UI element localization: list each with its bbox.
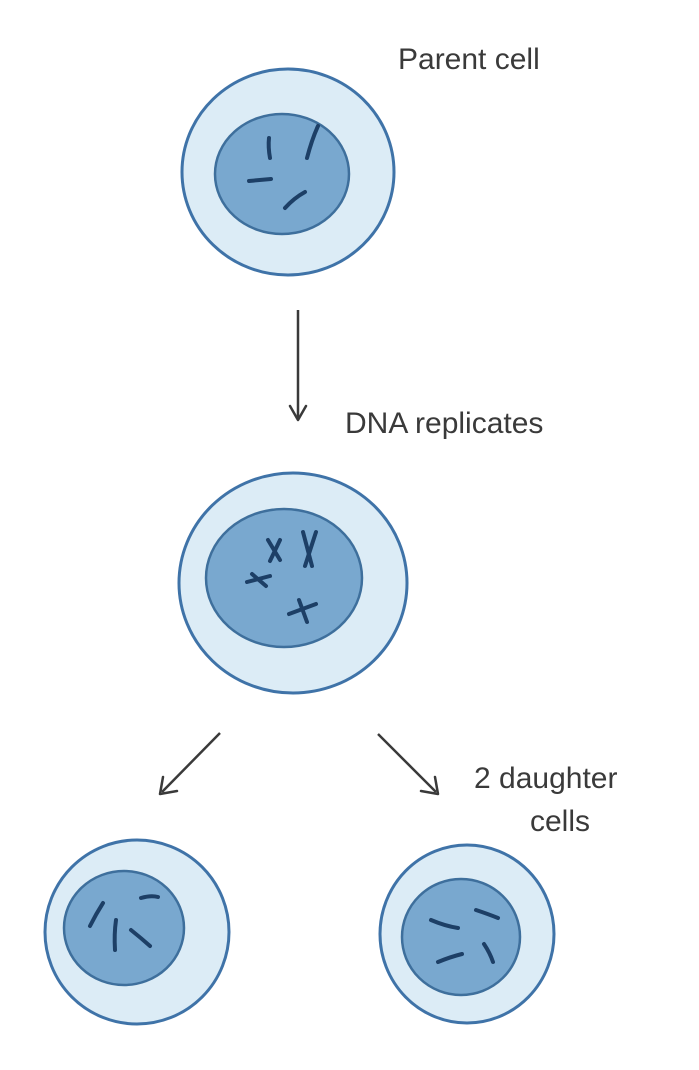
daughter-cell-right [378,843,556,1025]
daughter-cell-left-chromosomes [88,894,160,952]
chromosome [112,918,118,952]
chromosome [268,538,282,563]
chromosome [283,190,307,210]
chromosome [474,908,500,920]
chromosome [482,942,495,964]
chromosome [129,928,152,948]
daughter-cell-left-nucleus [62,869,186,987]
daughter-cell-left [43,838,231,1026]
replicated-cell-chromosomes [245,530,318,624]
chromosome [301,530,314,568]
daughter-cells-label-line2: cells [530,805,591,838]
chromosome [250,572,268,588]
replicated-cell-nucleus [204,507,364,649]
chromosome [436,952,464,964]
chromosome [297,598,309,624]
chromosome [303,530,318,568]
parent-cell-chromosomes [247,124,320,210]
daughter-cell-right-chromosomes [429,908,500,964]
chromosome [88,901,105,928]
chromosome [266,136,272,160]
daughter-cells-label-line1: 2 daughter [474,762,618,795]
chromosome [247,177,273,183]
chromosome [305,124,320,160]
parent-cell-nucleus [213,112,351,236]
parent-cell-label: Parent cell [398,43,540,76]
dna-replicates-label: DNA replicates [345,407,544,440]
parent-cell [180,67,396,277]
chromosome [429,918,460,930]
arrow-down-icon [288,310,308,422]
arrow-down-left-icon [158,732,221,796]
replicated-cell [177,471,409,695]
arrow-down-right-icon [377,733,440,796]
chromosome [139,894,160,900]
daughter-cell-right-nucleus [400,877,522,997]
